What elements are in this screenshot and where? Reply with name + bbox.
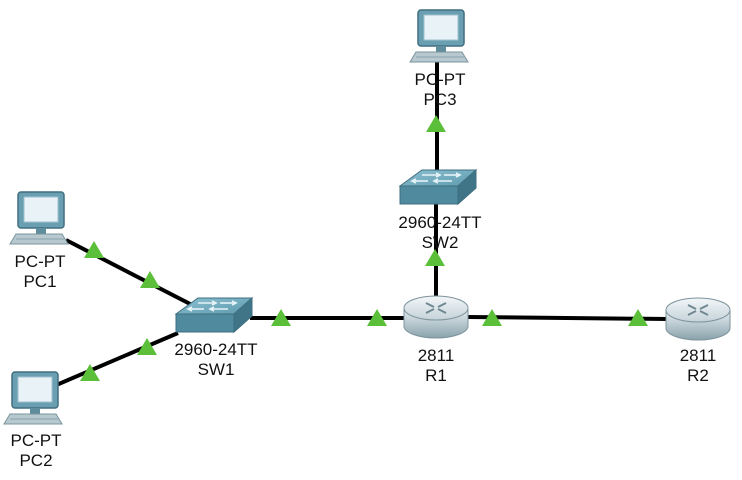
sw1-model-label: 2960-24TT xyxy=(174,340,258,359)
link-pc1-sw1[interactable] xyxy=(65,238,197,309)
sw1-label: 2960-24TT SW1 xyxy=(166,340,266,380)
pc1-name-label: PC1 xyxy=(23,272,57,291)
pc2-name-label: PC2 xyxy=(19,451,53,470)
pc1-computer-icon[interactable] xyxy=(9,191,69,245)
r2-model-label: 2811 xyxy=(679,346,717,365)
link-up-indicator xyxy=(137,338,157,355)
link-up-indicator xyxy=(426,115,446,132)
sw2-name-label: SW2 xyxy=(421,233,459,252)
links-layer xyxy=(53,62,668,388)
pc3-model-label: PC-PT xyxy=(414,70,466,89)
r1-router-icon[interactable] xyxy=(403,295,469,339)
sw2-model-label: 2960-24TT xyxy=(398,213,482,232)
link-up-indicator xyxy=(482,309,502,326)
pc3-name-label: PC3 xyxy=(423,90,457,109)
pc2-model-label: PC-PT xyxy=(10,431,62,450)
link-pc2-sw1[interactable] xyxy=(53,331,179,388)
r2-label: 2811 R2 xyxy=(668,346,728,386)
link-up-indicator xyxy=(84,241,104,258)
link-up-indicator xyxy=(628,309,648,326)
r2-name-label: R2 xyxy=(687,366,709,385)
pc3-computer-icon[interactable] xyxy=(409,9,469,63)
r1-name-label: R1 xyxy=(425,366,447,385)
r2-router-icon[interactable] xyxy=(665,297,731,341)
pc2-label: PC-PT PC2 xyxy=(0,431,72,471)
pc1-model-label: PC-PT xyxy=(14,252,66,271)
sw1-switch-icon[interactable] xyxy=(174,296,254,334)
link-up-indicator xyxy=(140,271,160,288)
pc1-label: PC-PT PC1 xyxy=(4,252,76,292)
link-up-indicator xyxy=(271,309,291,326)
link-up-indicator xyxy=(80,364,100,381)
link-status-indicators xyxy=(80,115,648,381)
sw1-name-label: SW1 xyxy=(197,360,235,379)
link-up-indicator xyxy=(367,309,387,326)
sw2-switch-icon[interactable] xyxy=(398,168,478,206)
pc3-label: PC-PT PC3 xyxy=(404,70,476,110)
r1-model-label: 2811 xyxy=(417,346,455,365)
sw2-label: 2960-24TT SW2 xyxy=(390,213,490,253)
pc2-computer-icon[interactable] xyxy=(3,371,63,425)
r1-label: 2811 R1 xyxy=(406,346,466,386)
link-up-indicator xyxy=(425,249,445,266)
